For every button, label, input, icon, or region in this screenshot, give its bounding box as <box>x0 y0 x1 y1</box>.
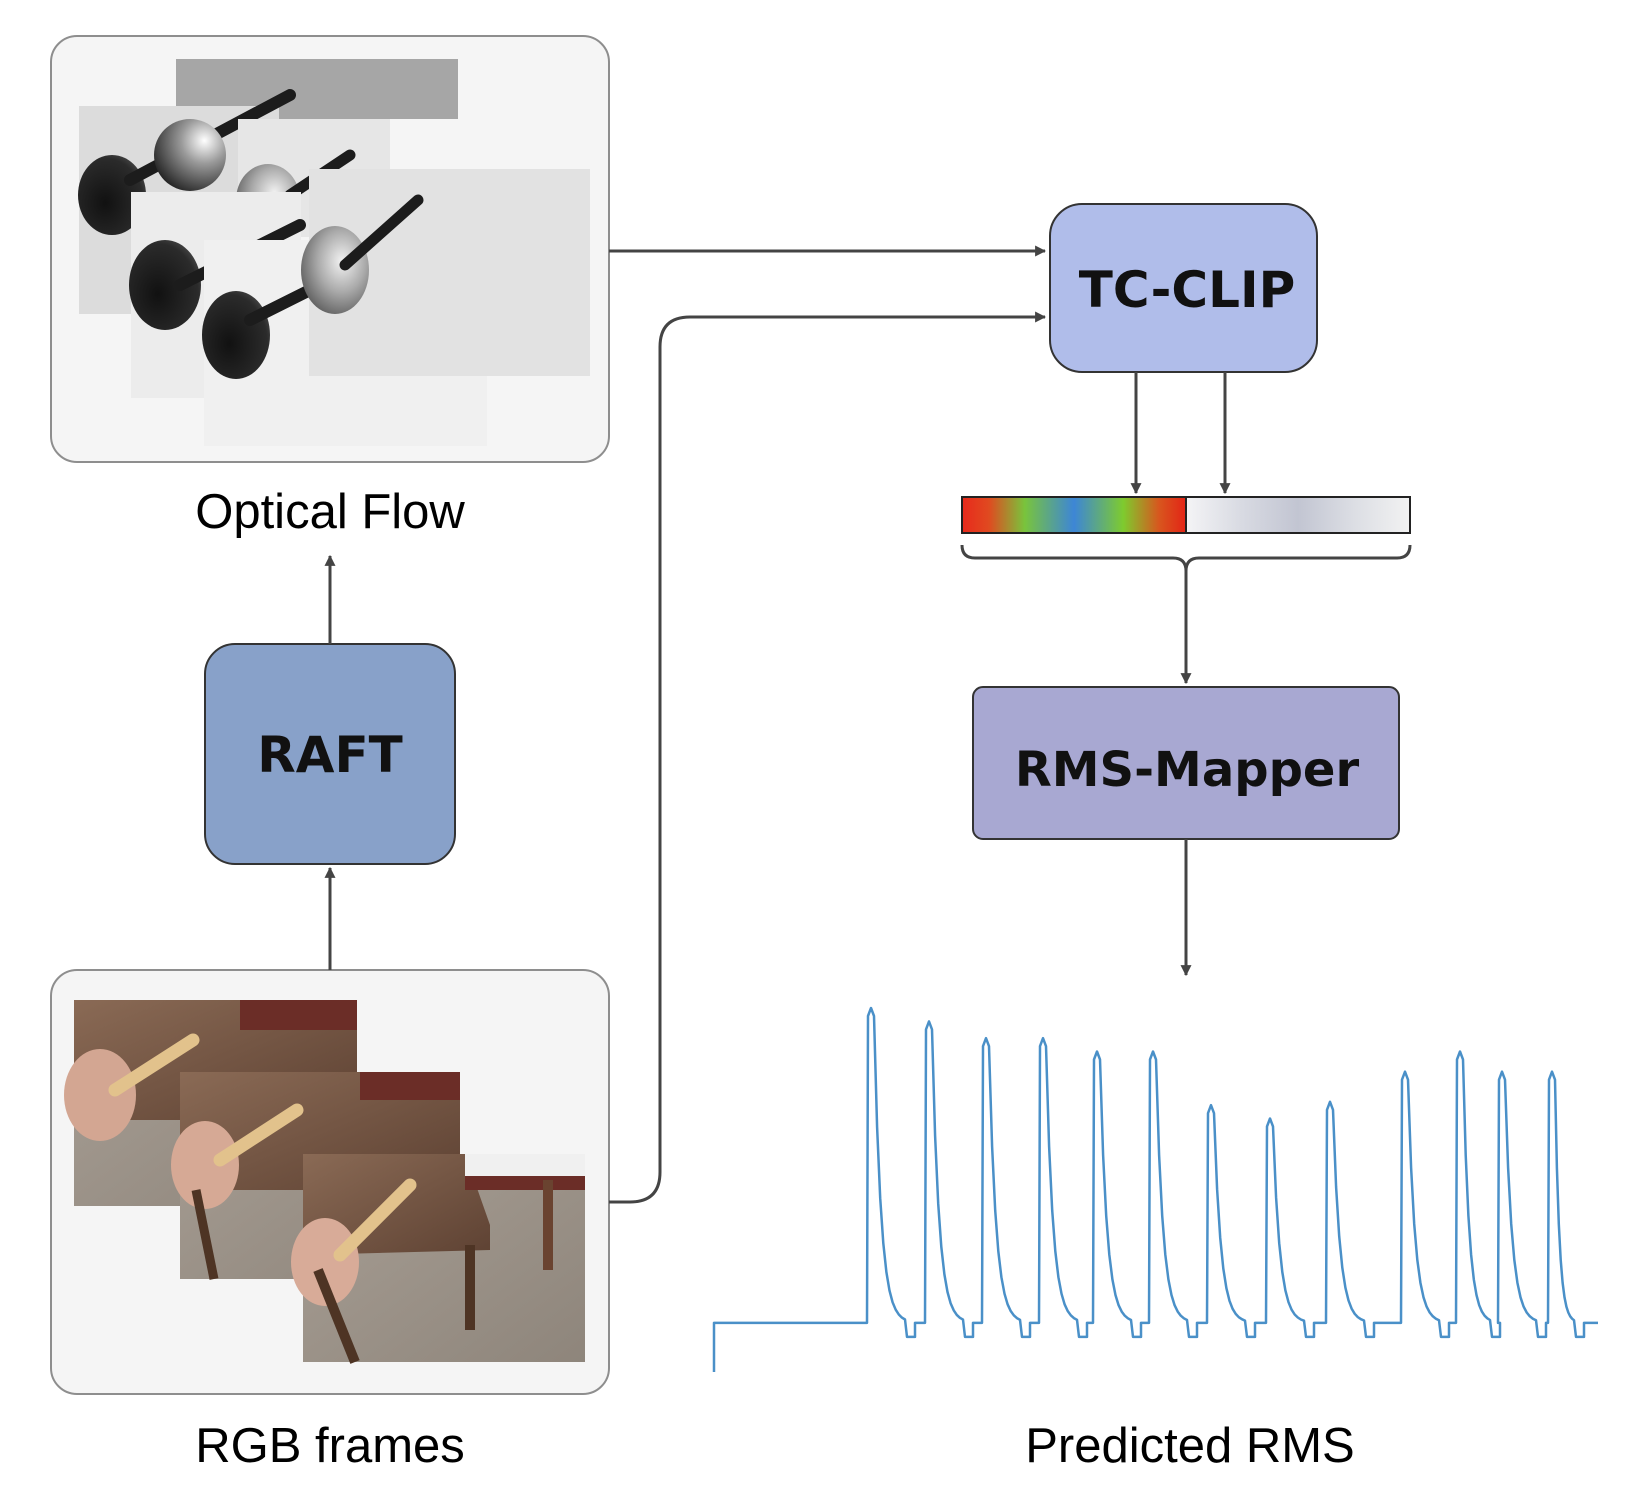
visual-feature-segment <box>962 497 1186 533</box>
tc-clip-block: TC-CLIP <box>1049 203 1318 373</box>
predicted-rms-plot <box>712 1006 1598 1372</box>
predicted-rms-label: Predicted RMS <box>1025 1419 1355 1473</box>
optical-flow-label: Optical Flow <box>195 485 465 539</box>
rms-mapper-block: RMS-Mapper <box>972 686 1400 840</box>
rgb-frames-image <box>64 1000 585 1364</box>
rms-mapper-label: RMS-Mapper <box>1015 742 1360 798</box>
concat-brace <box>960 544 1412 572</box>
tc-clip-label: TC-CLIP <box>1079 261 1296 319</box>
feature-embedding-bar <box>961 496 1411 534</box>
rms-signal-line <box>712 1006 1598 1372</box>
raft-block: RAFT <box>204 643 456 865</box>
arrow-rgb-to-tcclip <box>609 311 1047 1204</box>
optical-flow-panel <box>50 35 610 463</box>
text-feature-segment <box>1186 497 1410 533</box>
raft-label: RAFT <box>257 726 402 784</box>
rgb-frames-panel <box>50 969 610 1395</box>
optical-flow-frames-image <box>78 59 590 446</box>
rgb-frames-label: RGB frames <box>195 1419 465 1473</box>
